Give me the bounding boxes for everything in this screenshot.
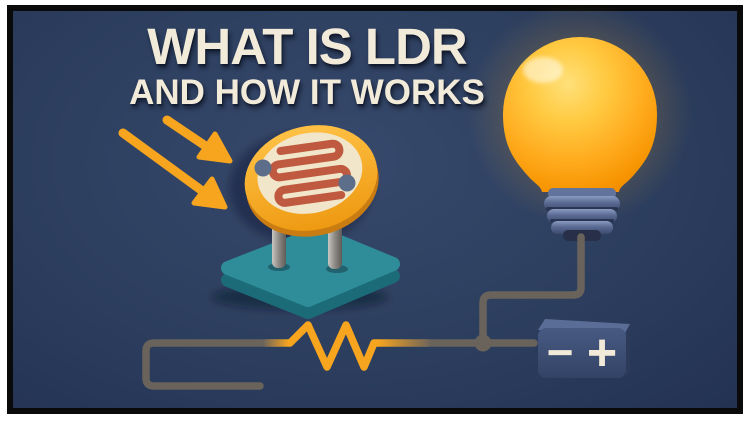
page-title: WHAT IS LDR [147, 18, 468, 75]
wire-bulb-to-junction [479, 233, 585, 344]
light-ray-arrow-bottom [118, 128, 228, 210]
light-ray-arrow-top [162, 115, 233, 164]
junction-node [474, 334, 492, 352]
page-subtitle: AND HOW IT WORKS [129, 72, 485, 112]
battery-front-face [538, 328, 626, 378]
ldr-electrode-left [254, 159, 272, 177]
wire-left-loop [142, 339, 280, 390]
battery-minus-label: − [547, 326, 574, 378]
battery-side-face [625, 324, 630, 378]
bulb-highlight [523, 57, 563, 83]
battery-plus-label: + [587, 324, 617, 382]
light-bulb [503, 37, 657, 241]
light-rays-icon [118, 115, 233, 210]
ldr-base [221, 226, 400, 319]
ldr-serpentine-trace [268, 139, 351, 207]
battery: − + [538, 319, 630, 382]
title-block: WHAT IS LDR AND HOW IT WORKS [57, 20, 557, 111]
ldr-photoresistor [212, 125, 400, 319]
ldr-electrode-right [338, 174, 356, 192]
resistor-zigzag [262, 321, 432, 371]
ldr-disc [244, 125, 379, 237]
bulb-screw-base [544, 188, 620, 241]
